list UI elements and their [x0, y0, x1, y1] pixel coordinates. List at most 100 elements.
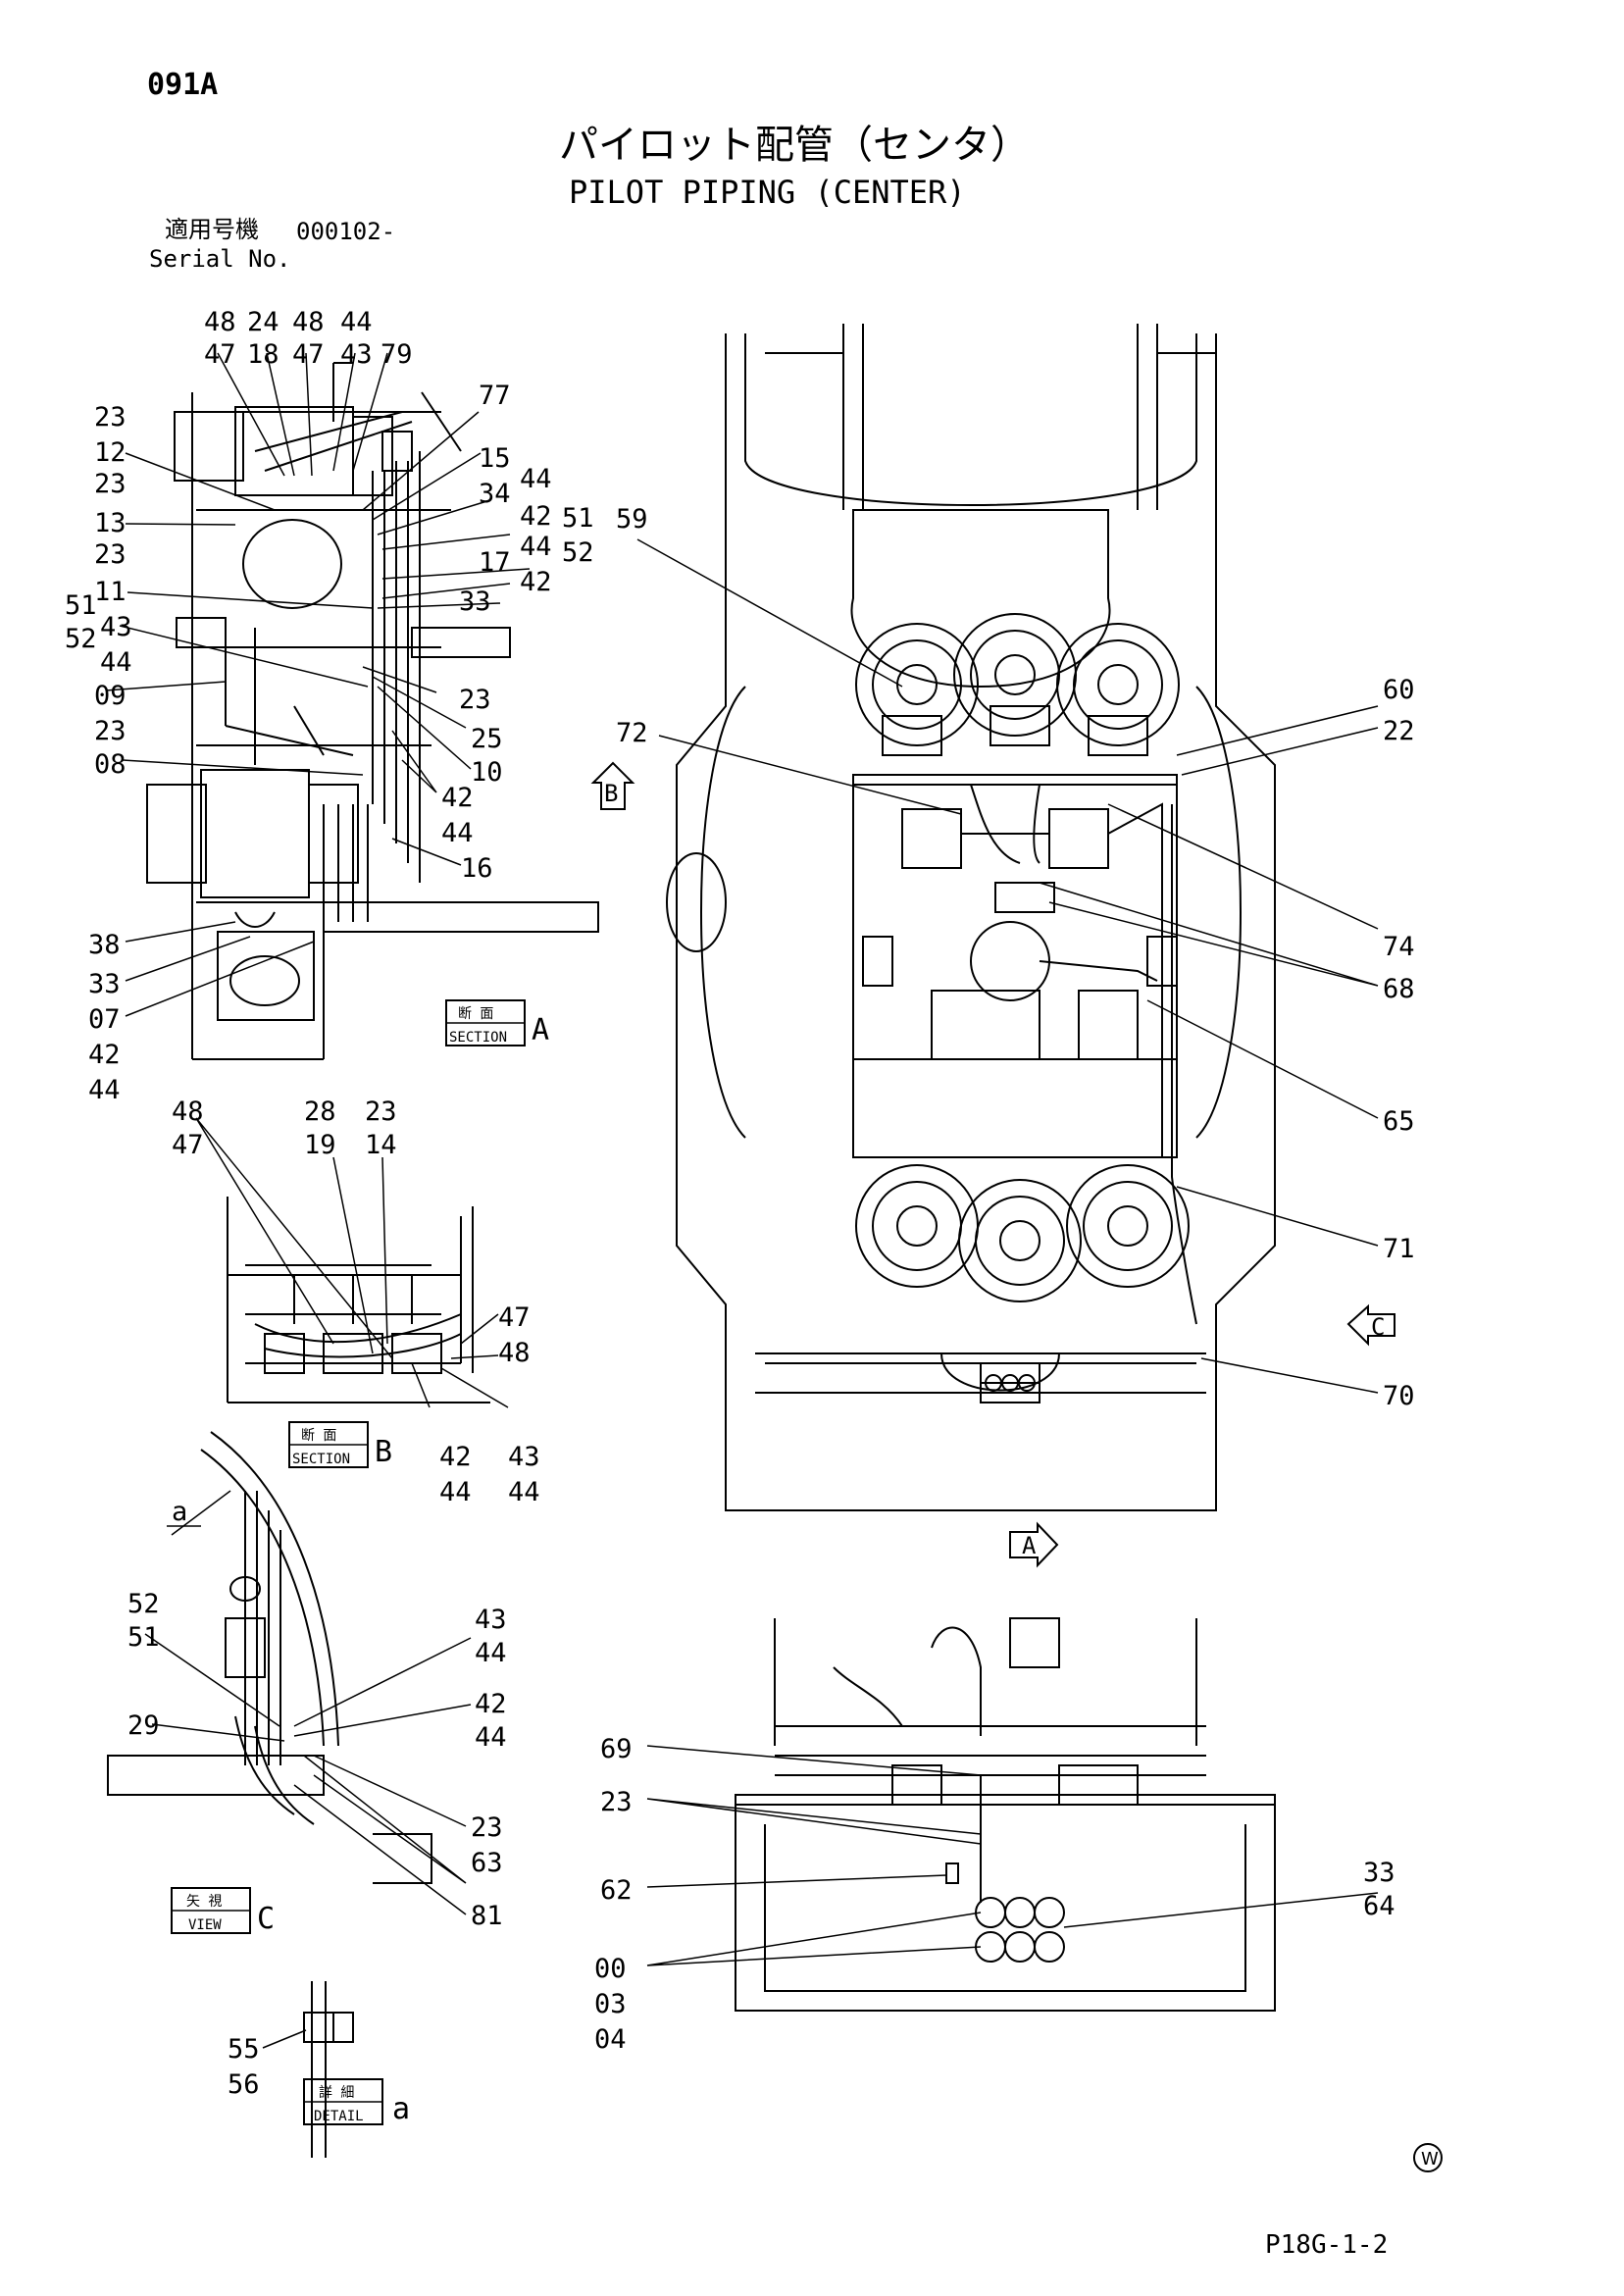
section-a-drawing	[146, 362, 599, 1060]
callout: 64	[1363, 1891, 1396, 1921]
callout: 43	[475, 1605, 507, 1635]
callout: 65	[1383, 1106, 1415, 1137]
callout: 47	[172, 1130, 204, 1160]
callout: 77	[479, 381, 511, 411]
callout: 62	[600, 1875, 633, 1906]
callout: 42	[520, 501, 552, 532]
view-c-jp: 矢 視	[186, 1894, 222, 1910]
detail-a-callout: a	[172, 1497, 187, 1527]
callout: 59	[616, 504, 648, 535]
callout: 44	[520, 464, 552, 494]
view-arrow-a: A	[1009, 1521, 1059, 1568]
callout: 51	[65, 590, 97, 621]
callout-labels: 48 24 48 44 47 18 47 43 79 77 23 12 15 2…	[65, 307, 1415, 2100]
detail-a-en: DETAIL	[314, 2109, 364, 2124]
section-a-jp: 断 面	[458, 1006, 493, 1022]
callout: 44	[100, 647, 132, 678]
callout: 43	[508, 1442, 540, 1472]
callout: 29	[127, 1710, 160, 1741]
serial-label-japanese: 適用号機	[165, 216, 259, 243]
callout: 81	[471, 1901, 503, 1931]
callout: 52	[562, 537, 594, 568]
callout: 24	[247, 307, 279, 337]
callout: 51	[127, 1622, 160, 1653]
callout: 23	[94, 469, 127, 499]
callout: 00	[594, 1954, 627, 1984]
section-b-drawing	[227, 1197, 490, 1403]
callout: 34	[479, 479, 511, 509]
callout: 42	[88, 1040, 121, 1070]
callout: 22	[1383, 716, 1415, 746]
callout: 23	[94, 539, 127, 570]
callout: 42	[441, 783, 474, 813]
detail-a-letter: a	[392, 2092, 410, 2126]
callout: 48	[498, 1338, 531, 1368]
callout: 51	[562, 503, 594, 534]
leader-lines	[105, 352, 1379, 2049]
callout: 44	[508, 1477, 540, 1507]
callout: 70	[1383, 1381, 1415, 1411]
page-reference: P18G-1-2	[1265, 2230, 1389, 2260]
serial-number: 000102-	[296, 218, 396, 245]
title-japanese: パイロット配管（センタ）	[559, 123, 1030, 168]
main-frame-drawing	[666, 324, 1276, 1511]
callout: 72	[616, 718, 648, 748]
w-symbol-circle	[1413, 2143, 1443, 2172]
view-arrow-c-letter: C	[1371, 1313, 1385, 1341]
callout: 23	[365, 1097, 397, 1127]
tag-section-a: 断 面 SECTION A	[445, 999, 549, 1047]
callout: 19	[304, 1130, 336, 1160]
view-c-drawing	[107, 1431, 432, 1884]
callout: 04	[594, 2024, 627, 2055]
callout: 63	[471, 1848, 503, 1878]
section-a-letter: A	[532, 1013, 549, 1047]
callout: 47	[204, 339, 236, 370]
callout: 33	[1363, 1858, 1396, 1888]
section-b-jp: 断 面	[301, 1428, 336, 1444]
callout: 68	[1383, 974, 1415, 1004]
section-a-en: SECTION	[449, 1030, 507, 1046]
view-arrow-a-letter: A	[1022, 1532, 1037, 1559]
view-c-en: VIEW	[188, 1917, 222, 1933]
view-arrow-b: B	[590, 761, 635, 810]
tag-view-c: 矢 視 VIEW C	[171, 1887, 275, 1936]
callout: 44	[439, 1477, 472, 1507]
callout: 28	[304, 1097, 336, 1127]
w-symbol: W	[1421, 2149, 1439, 2169]
callout: 79	[381, 339, 413, 370]
callout: 14	[365, 1130, 397, 1160]
callout: 48	[172, 1097, 204, 1127]
tag-section-b: 断 面 SECTION B	[288, 1421, 392, 1469]
detail-a-drawing	[303, 1981, 354, 2158]
callout: 74	[1383, 932, 1415, 962]
motors-top-row	[855, 613, 1180, 756]
center-valves	[862, 784, 1197, 1325]
callout: 47	[292, 339, 325, 370]
callout: 42	[475, 1689, 507, 1719]
bottom-right-drawing	[735, 1617, 1276, 2012]
motors-bottom-row	[855, 1164, 1190, 1302]
view-arrow-c: C	[1346, 1303, 1396, 1347]
callout: 42	[439, 1442, 472, 1472]
callout: 56	[228, 2069, 260, 2100]
callout: 10	[471, 757, 503, 788]
callout: 23	[459, 685, 491, 715]
callout: 38	[88, 930, 121, 960]
callout: 25	[471, 724, 503, 754]
callout: 44	[340, 307, 373, 337]
callout: 13	[94, 508, 127, 538]
view-arrow-b-letter: B	[604, 780, 618, 807]
callout: 23	[471, 1812, 503, 1843]
callout: 42	[520, 567, 552, 597]
section-b-en: SECTION	[292, 1452, 350, 1467]
callout: 44	[520, 532, 552, 562]
callout: 15	[479, 443, 511, 474]
callout: 69	[600, 1734, 633, 1764]
callout: 33	[459, 587, 491, 617]
serial-label-english: Serial No.	[149, 245, 291, 273]
callout: 17	[479, 547, 511, 578]
callout: 23	[94, 402, 127, 433]
callout: 18	[247, 339, 279, 370]
callout: 55	[228, 2034, 260, 2065]
callout: 44	[475, 1722, 507, 1753]
